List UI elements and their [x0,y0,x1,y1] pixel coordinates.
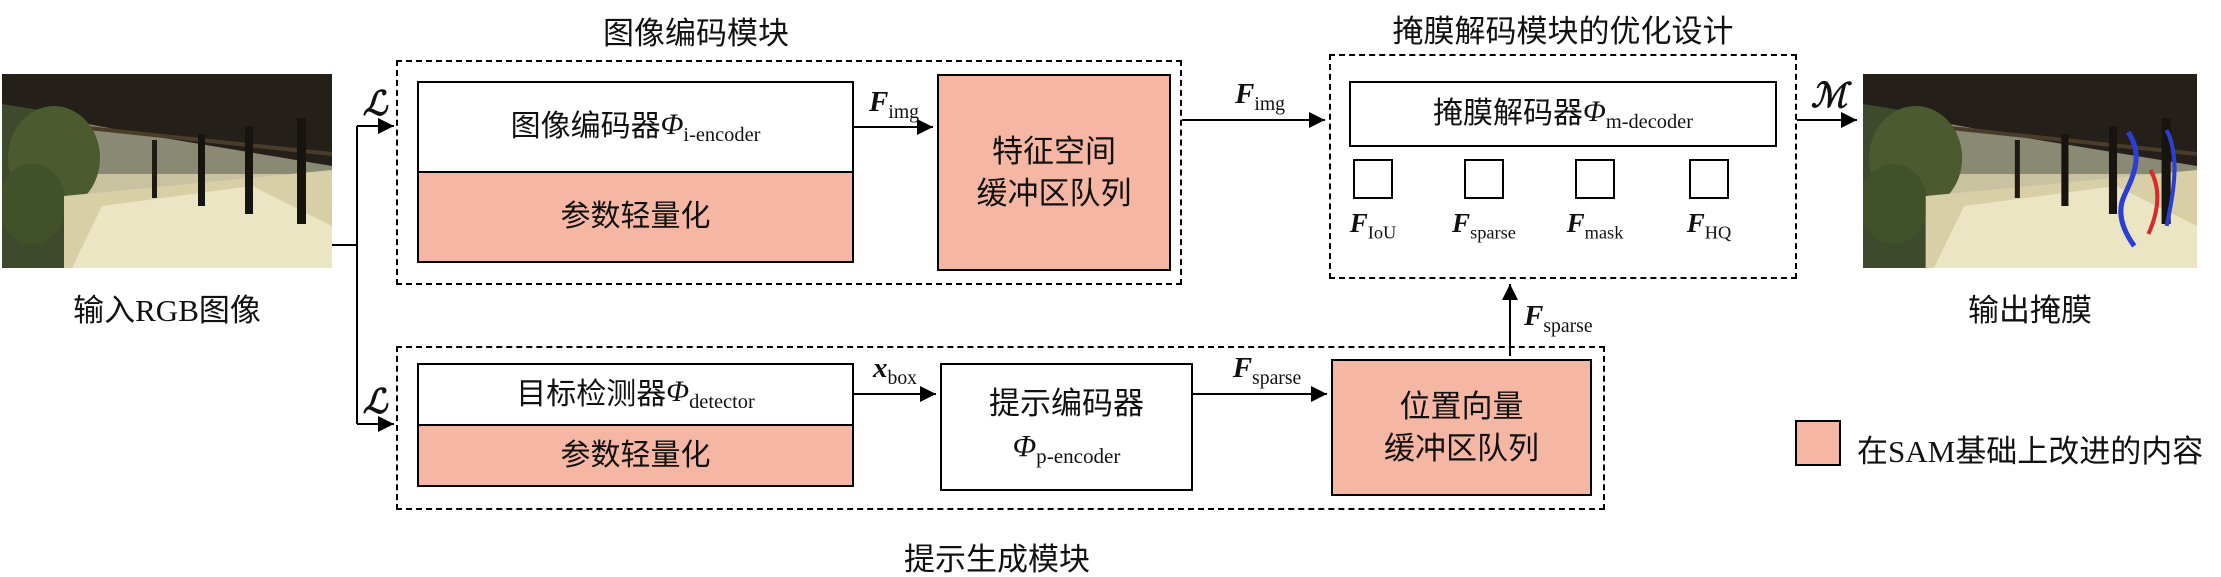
mask-output-symbol: ℳ [1810,76,1848,116]
output-mask-image-art [1863,74,2197,268]
loss-symbol-top: ℒ [362,84,388,124]
position-queue-line1: 位置向量 [1399,388,1524,424]
f-sparse-up-label: Fsparse [1524,300,1593,337]
input-rgb-image-art [2,74,332,268]
mask-decoder-module-title: 掩膜解码模块的优化设计 [1392,14,1734,49]
legend-highlight-square [1795,420,1841,466]
phi-m-decoder: Φm-decoder [1582,94,1694,133]
token-f-hq: FHQ [1667,159,1751,243]
prompt-module-title: 提示生成模块 [904,542,1090,577]
token-f-mask-square [1575,159,1615,199]
token-f-mask: Fmask [1553,159,1637,243]
token-f-iou-label: FIoU [1349,208,1397,243]
position-queue-line2: 缓冲区队列 [1384,430,1539,466]
phi-detector: Φdetector [666,375,755,414]
segmentation-contour-red [2146,169,2160,235]
legend-label: 在SAM基础上改进的内容 [1857,434,2204,469]
mask-decoder-module-box [1329,54,1797,279]
token-f-iou: FIoU [1331,159,1415,243]
output-image-label: 输出掩膜 [1968,293,2092,328]
loss-symbol-bottom: ℒ [362,382,388,422]
feature-buffer-queue-box: 特征空间 缓冲区队列 [937,74,1171,271]
segmentation-contour-blue [2118,130,2139,248]
input-rgb-image [2,74,332,268]
segmentation-contour-blue-2 [2164,129,2177,227]
feature-queue-line1: 特征空间 [992,133,1116,169]
token-f-sparse-label: Fsparse [1452,208,1516,243]
token-f-hq-label: FHQ [1686,208,1732,243]
token-f-iou-square [1353,159,1393,199]
token-f-sparse: Fsparse [1442,159,1526,243]
f-sparse-mid-label: Fsparse [1232,352,1302,389]
phi-i-encoder: Φi-encoder [660,107,761,146]
position-buffer-queue-box: 位置向量 缓冲区队列 [1331,359,1592,496]
input-image-label: 输入RGB图像 [73,293,261,328]
feature-queue-line2: 缓冲区队列 [976,175,1132,211]
prompt-encoder-box: 提示编码器 Φp-encoder [940,363,1193,491]
encoder-lightweight-label: 参数轻量化 [419,171,852,261]
image-encoder-module-title: 图像编码模块 [603,16,789,51]
phi-p-encoder: Φp-encoder [1012,428,1121,469]
prompt-encoder-label: 提示编码器 [989,386,1144,422]
output-mask-image [1863,74,2197,268]
detector-lightweight-label: 参数轻量化 [419,424,852,485]
token-f-sparse-square [1464,159,1504,199]
image-encoder-module-box [396,60,1182,285]
x-box-label: xbox [872,352,918,389]
mask-decoder-label: 掩膜解码器 [1432,97,1583,131]
f-img-inner-label: Fimg [869,86,919,123]
token-f-mask-label: Fmask [1566,208,1624,243]
prompt-module-box [396,346,1605,510]
token-f-hq-square [1689,159,1729,199]
f-img-outer-label: Fimg [1235,78,1285,115]
